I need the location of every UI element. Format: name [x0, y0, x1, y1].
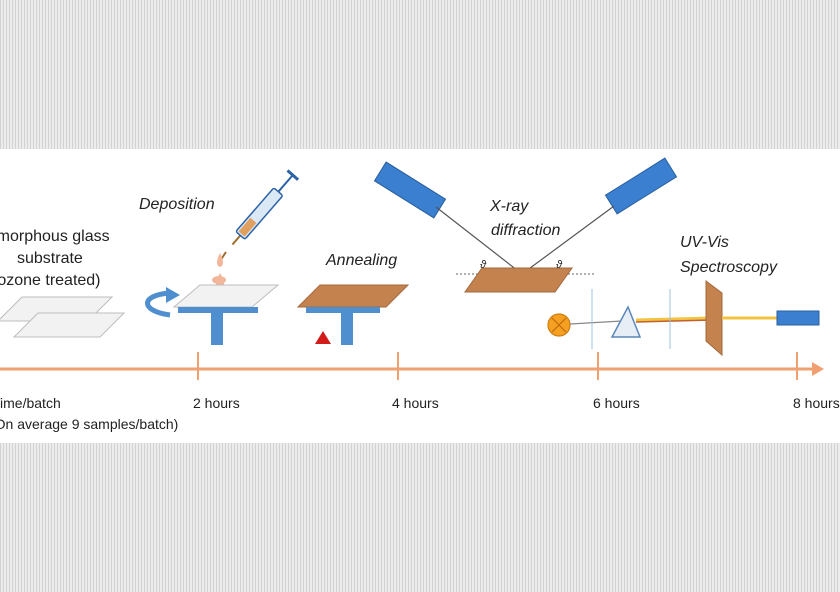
xray-label-line1: X-ray — [489, 198, 529, 215]
prism-icon — [610, 305, 642, 338]
deposition-step: Deposition — [139, 169, 300, 345]
spin-stage-plate — [178, 307, 258, 313]
hot-plate — [306, 307, 380, 313]
heat-icon — [315, 331, 331, 344]
xrd-sample — [464, 267, 573, 293]
syringe-icon — [231, 169, 300, 246]
angle-symbol-left: ϑ — [480, 259, 487, 271]
xray-source — [373, 161, 447, 219]
annealed-film — [296, 284, 410, 308]
diffracted-beam — [521, 205, 615, 275]
angle-symbol-right: ϑ — [556, 259, 563, 271]
uvvis-label-line2: Spectroscopy — [680, 259, 778, 276]
incident-beam — [435, 206, 523, 275]
uvvis-sample — [705, 280, 723, 357]
timeline: Time/batch (On average 9 samples/batch) … — [0, 352, 840, 432]
glass-slide — [12, 312, 126, 338]
deposition-label: Deposition — [139, 196, 215, 213]
annealing-step: Annealing — [296, 252, 410, 345]
dispersed-beam — [635, 316, 713, 322]
timeline-arrowhead — [812, 362, 824, 376]
substrate-label-line1: Amorphous glass — [0, 228, 110, 245]
substrate-label-line2: substrate — [17, 250, 83, 267]
spin-substrate — [172, 284, 280, 308]
substrate-label-line3: (ozone treated) — [0, 272, 101, 289]
substrate-step: Amorphous glass substrate (ozone treated… — [0, 228, 126, 338]
timeline-label: Time/batch — [0, 395, 61, 411]
tick-label-8h: 8 hours — [793, 395, 840, 411]
workflow-diagram: Time/batch (On average 9 samples/batch) … — [0, 157, 840, 432]
uvvis-label-line1: UV-Vis — [680, 234, 729, 251]
hot-plate-shaft — [341, 313, 353, 345]
timeline-sublabel: (On average 9 samples/batch) — [0, 416, 178, 432]
tick-label-2h: 2 hours — [193, 395, 240, 411]
droplet-icon — [217, 253, 223, 267]
deposited-drop — [212, 276, 226, 284]
xray-label-line2: diffraction — [491, 222, 560, 239]
uvvis-detector — [776, 310, 820, 326]
rotation-arrow-icon — [145, 290, 171, 318]
rotation-arrowhead — [166, 287, 180, 303]
annealing-label: Annealing — [325, 252, 397, 269]
uvvis-step: UV-Vis Spectroscopy — [547, 234, 820, 357]
light-path — [569, 320, 623, 325]
tick-label-6h: 6 hours — [593, 395, 640, 411]
xrd-step: X-ray diffraction ϑ ϑ — [373, 157, 678, 293]
tick-label-4h: 4 hours — [392, 395, 439, 411]
xray-detector — [604, 157, 678, 215]
spin-stage-shaft — [211, 313, 223, 345]
diagram-panel: Time/batch (On average 9 samples/batch) … — [0, 149, 840, 443]
